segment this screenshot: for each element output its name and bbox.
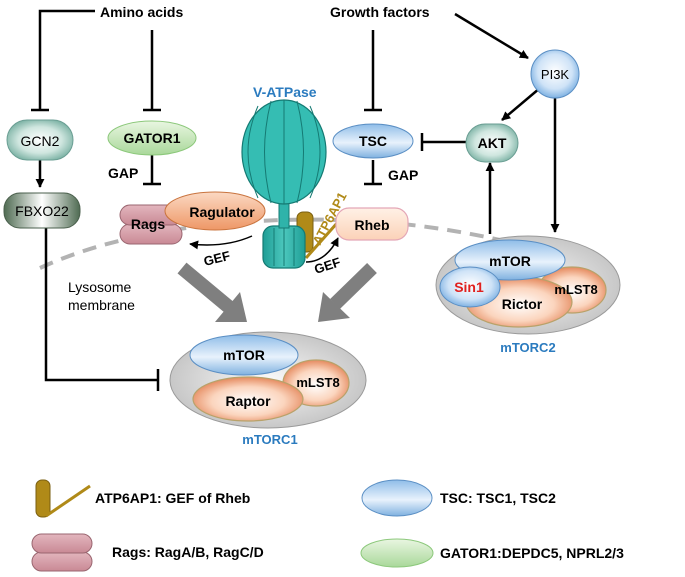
rheb-node: Rheb [335,207,409,241]
legend-gator1-text: GATOR1:DEPDC5, NPRL2/3 [440,545,624,561]
tsc-to-rheb-inhibition [364,160,382,186]
atp6ap1-tail [304,221,340,259]
pi3k-to-akt-arrow [501,87,541,121]
vatpase-complex [241,99,340,269]
amino-acids-to-gator1-inhibition [143,30,161,112]
gcn2-node: GCN2 [6,119,74,161]
mtorc1-title: mTORC1 [242,432,297,447]
mtorc1-mtor-label: mTOR [223,347,265,363]
gef-label-ragulator: GEF [202,248,232,269]
legend: ATP6AP1: GEF of Rheb Rags: RagA/B, RagC/… [31,479,624,572]
tsc-label: TSC [359,133,387,149]
akt-to-tsc-inhibition [420,133,466,151]
ragulator-node: Ragulator [164,191,266,231]
gap-label-gator1: GAP [108,165,138,181]
legend-gator1-symbol [360,538,434,568]
gcn2-label: GCN2 [21,133,60,149]
mtorc2-sin1-shape [439,266,501,308]
mtorc2-sin1-label: Sin1 [454,279,484,295]
gator1-label: GATOR1 [123,130,180,146]
legend-rags-text: Rags: RagA/B, RagC/D [112,544,264,560]
pi3k-node: PI3K [530,49,580,99]
legend-tsc-symbol [361,479,433,517]
mtorc1-complex: mTOR Raptor mLST8 [169,331,367,429]
vatpase-label: V-ATPase [253,84,317,100]
gator1-node: GATOR1 [107,120,197,156]
mtorc2-complex: mTOR Sin1 Rictor mLST8 [435,235,621,335]
ragulator-gef-arrow [189,235,253,250]
legend-atp6ap1-symbol [35,479,91,518]
rheb-label: Rheb [355,217,390,233]
mtorc1-mlst8-label: mLST8 [296,375,339,390]
fbxo22-to-mtorc1-inhibition [44,228,160,391]
pi3k-label: PI3K [541,67,570,82]
lysosome-label-line2: membrane [68,297,135,313]
mtorc2-rictor-label: Rictor [502,296,543,312]
amino-acids-label: Amino acids [100,4,183,20]
atp6ap1-gef-arrow [305,237,339,263]
akt-node: AKT [465,123,519,163]
fbxo22-node: FBXO22 [3,192,81,229]
legend-rags-symbol [31,533,93,572]
mtorc2-mlst8-label: mLST8 [554,282,597,297]
legend-tsc-text: TSC: TSC1, TSC2 [440,490,556,506]
mtorc1-raptor-label: Raptor [225,393,271,409]
growth-factors-label: Growth factors [330,4,430,20]
rags-activation-big-arrow [177,262,247,322]
tsc-node: TSC [332,123,414,159]
gef-label-atp6ap1: GEF [312,254,342,277]
fbxo22-label: FBXO22 [15,203,69,219]
growth-factors-to-tsc-inhibition [364,30,382,112]
legend-atp6ap1-text: ATP6AP1: GEF of Rheb [95,490,250,506]
mtorc2-title: mTORC2 [500,340,555,355]
rheb-activation-big-arrow [318,262,377,322]
mtorc1-mtor-shape [189,334,299,376]
lysosome-label-line1: Lysosome [68,279,132,295]
mtorc2-mtor-label: mTOR [489,253,531,269]
growth-factors-to-pi3k-arrow [454,12,529,60]
akt-label: AKT [478,135,507,151]
mtorc1-raptor-shape [192,376,304,422]
rags-label: Rags [131,216,165,232]
gap-label-tsc: GAP [388,167,418,183]
amino-acids-to-gcn2-inhibition [31,9,95,112]
gator1-to-rags-inhibition [143,154,161,186]
ragulator-label: Ragulator [189,204,255,220]
